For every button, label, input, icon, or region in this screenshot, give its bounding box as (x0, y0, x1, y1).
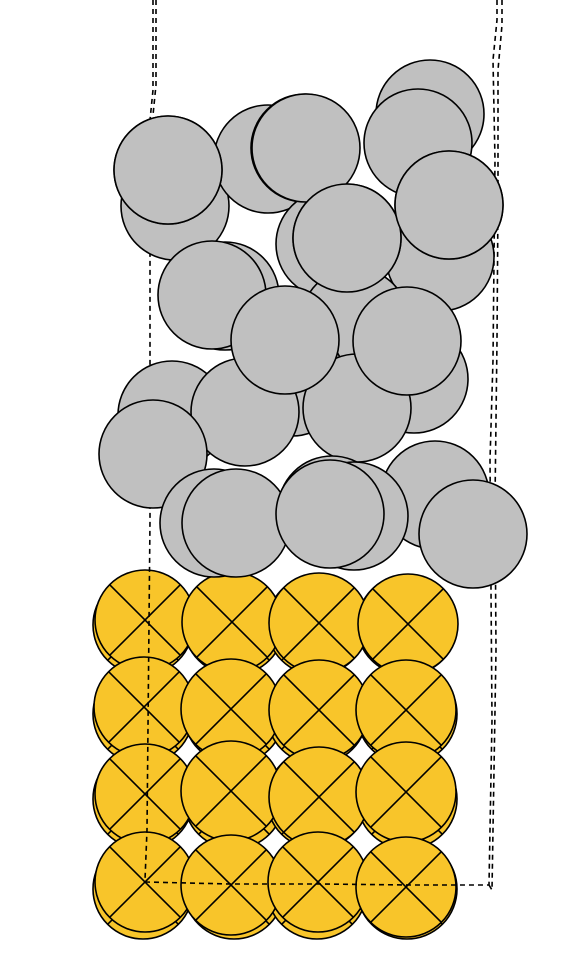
solid-atom (94, 569, 196, 671)
solid-atom-cross-line (283, 587, 355, 659)
simulation-box-outline (144, 0, 503, 891)
solid-atom-cross-line (283, 674, 355, 746)
solid-atom (180, 834, 282, 936)
solid-atom-cross-line (370, 756, 442, 828)
solid-atom-cross-line (195, 673, 267, 745)
gas-atom (292, 183, 402, 293)
solid-atom-cross-line (109, 758, 181, 830)
solid-atom-cross-line (370, 674, 442, 746)
solid-atom-cross-line (195, 755, 267, 827)
solid-atom (268, 659, 370, 761)
solid-atom (268, 746, 370, 848)
solid-atom-cross-line (109, 584, 181, 656)
solid-atom (355, 836, 457, 938)
gas-atom (181, 468, 291, 578)
solid-atom (180, 740, 282, 842)
solid-atom (355, 741, 457, 843)
gas-atom (394, 150, 504, 260)
solid-atom (94, 743, 196, 845)
solid-atom (355, 659, 457, 761)
solid-lattice-front-layer (93, 569, 459, 938)
solid-atom-cross-line (195, 849, 267, 921)
box-edge-left-back (144, 0, 154, 881)
solid-atom-cross-line (108, 671, 180, 743)
gas-atom (275, 459, 385, 569)
gas-atom (418, 479, 528, 589)
box-edge-bottom (144, 881, 489, 886)
box-edge-left-front (152, 0, 157, 116)
solid-atom (267, 831, 369, 933)
solid-atom (357, 573, 459, 675)
solid-atom (181, 571, 283, 673)
box-edge-bottom-right (488, 884, 493, 891)
gas-atom (113, 115, 223, 225)
gas-atom (352, 286, 462, 396)
solid-atom (268, 572, 370, 674)
gas-atoms-layer (98, 59, 528, 589)
solid-atom-cross-line (196, 586, 268, 658)
solid-atom-cross-line (282, 846, 354, 918)
solid-atom-cross-line (372, 588, 444, 660)
gas-atom (230, 285, 340, 395)
box-edge-right-back (488, 0, 498, 886)
box-edge-right-front (491, 0, 503, 891)
solid-atom-cross-line (370, 851, 442, 923)
solid-atom-cross-line (283, 761, 355, 833)
solid-atom (93, 656, 195, 758)
